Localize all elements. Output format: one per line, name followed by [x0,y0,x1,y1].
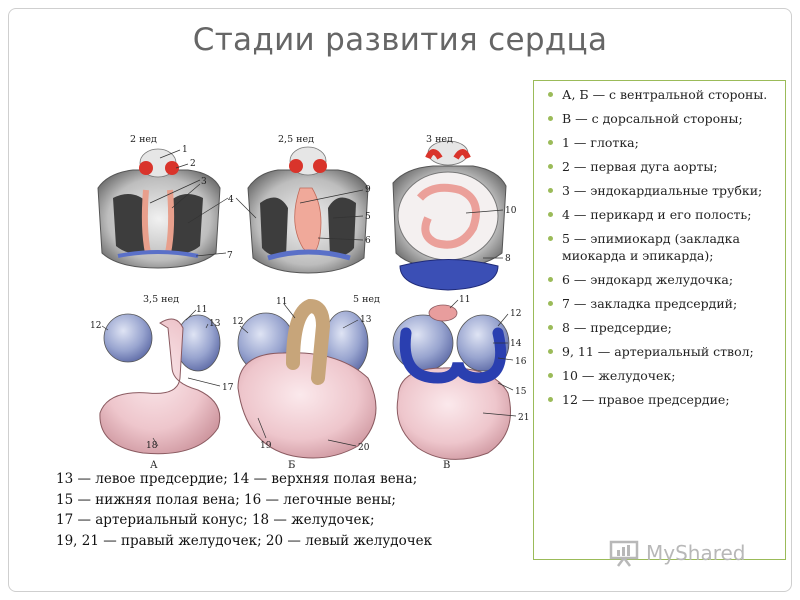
note-text: 7 — закладка предсердий; [562,296,738,311]
bullet-icon [548,301,553,306]
note-text: 5 — эпимиокард (закладка миокарда и эпик… [562,231,740,263]
label-3: 3 [201,177,207,187]
bullet-icon [548,349,553,354]
note-text: 3 — эндокардиальные трубки; [562,183,763,198]
figure-caption: 13 — левое предсердие; 14 — верхняя пола… [56,469,526,551]
caption-line: 13 — левое предсердие; 14 — верхняя пола… [56,471,418,487]
heart-3-5-weeks [99,313,221,455]
heart-development-figure: 2 нед 2,5 нед 3 нед 3,5 нед 5 нед А Б В [90,134,529,470]
panel-letter-b: Б [288,460,295,470]
stage-label-5-weeks: 5 нед [353,294,380,305]
embryo-3-weeks [392,140,507,291]
label-19: 19 [260,441,272,451]
bullet-icon [548,92,553,97]
bullet-icon [548,236,553,241]
watermark: MyShared [606,538,776,568]
note-text: 1 — глотка; [562,135,639,150]
note-text: В — с дорсальной стороны; [562,111,743,126]
label-13-a: 13 [209,319,221,329]
label-11-b: 11 [276,297,287,307]
label-1: 1 [182,145,188,155]
label-18: 18 [146,441,158,451]
embryo-2-weeks [97,148,221,269]
label-16: 16 [515,357,527,367]
label-9: 9 [365,185,371,195]
label-12-a: 12 [90,321,101,331]
label-11-a: 11 [196,305,207,315]
bullet-icon [548,188,553,193]
watermark-text: MyShared [646,541,746,565]
label-14: 14 [510,339,522,349]
label-5: 5 [365,212,371,222]
leader-lines [101,149,517,447]
label-6: 6 [365,236,371,246]
figure-number-labels: 1 2 3 4 7 9 5 6 10 8 11 13 12 17 18 11 1… [90,145,529,453]
note-text: 6 — эндокард желудочка; [562,272,734,287]
label-12-c: 12 [510,309,521,319]
caption-line: 19, 21 — правый желудочек; 20 — левый же… [56,532,433,549]
label-2: 2 [190,159,196,169]
note-item: 4 — перикард и его полость; [546,206,782,223]
bullet-icon [548,325,553,330]
stage-label-3-5-weeks: 3,5 нед [143,294,179,305]
note-text: 10 — желудочек; [562,368,676,383]
bullet-icon [548,140,553,145]
label-4: 4 [228,195,234,205]
heart-5-weeks [237,298,377,459]
note-item: 3 — эндокардиальные трубки; [546,182,782,199]
bullet-icon [548,373,553,378]
label-12-b: 12 [232,317,243,327]
stage-label-2-5-weeks: 2,5 нед [278,134,314,145]
note-item: 6 — эндокард желудочка; [546,271,782,288]
label-8: 8 [505,254,511,264]
note-item: 7 — закладка предсердий; [546,295,782,312]
note-text: А, Б — с вентральной стороны. [562,87,768,102]
embryo-2-5-weeks [247,146,369,274]
notes-list: А, Б — с вентральной стороны. В — с дорса… [546,86,782,415]
heart-dorsal-view [392,304,511,460]
note-item: 8 — предсердие; [546,319,782,336]
note-item: 12 — правое предсердие; [546,391,782,408]
caption-line: 15 — нижняя полая вена; 16 — легочные ве… [56,491,396,508]
note-text: 4 — перикард и его полость; [562,207,752,222]
note-text: 12 — правое предсердие; [562,392,730,407]
label-17: 17 [222,383,234,393]
stage-label-3-weeks: 3 нед [426,134,453,145]
note-item: 1 — глотка; [546,134,782,151]
note-text: 8 — предсердие; [562,320,672,335]
bullet-icon [548,164,553,169]
presentation-board-icon [609,540,639,567]
notes-box: А, Б — с вентральной стороны. В — с дорса… [533,80,786,560]
bullet-icon [548,212,553,217]
label-20: 20 [358,443,370,453]
panel-letter-c: В [443,460,450,470]
slide-title: Стадии развития сердца [192,22,608,58]
note-text: 9, 11 — артериальный ствол; [562,344,754,359]
bullet-icon [548,116,553,121]
label-15: 15 [515,387,527,397]
note-item: А, Б — с вентральной стороны. [546,86,782,103]
note-item: 5 — эпимиокард (закладка миокарда и эпик… [546,230,782,264]
panel-letter-a: А [150,460,158,470]
note-item: 9, 11 — артериальный ствол; [546,343,782,360]
caption-line: 17 — артериальный конус; 18 — желудочек; [56,512,375,528]
label-21: 21 [518,413,529,423]
label-13-b: 13 [360,315,372,325]
bullet-icon [548,277,553,282]
stage-label-2-weeks: 2 нед [130,134,157,145]
note-item: 10 — желудочек; [546,367,782,384]
bullet-icon [548,397,553,402]
label-7: 7 [227,251,233,261]
label-11-c: 11 [459,295,470,305]
note-item: 2 — первая дуга аорты; [546,158,782,175]
label-10: 10 [505,206,517,216]
note-item: В — с дорсальной стороны; [546,110,782,127]
note-text: 2 — первая дуга аорты; [562,159,718,174]
